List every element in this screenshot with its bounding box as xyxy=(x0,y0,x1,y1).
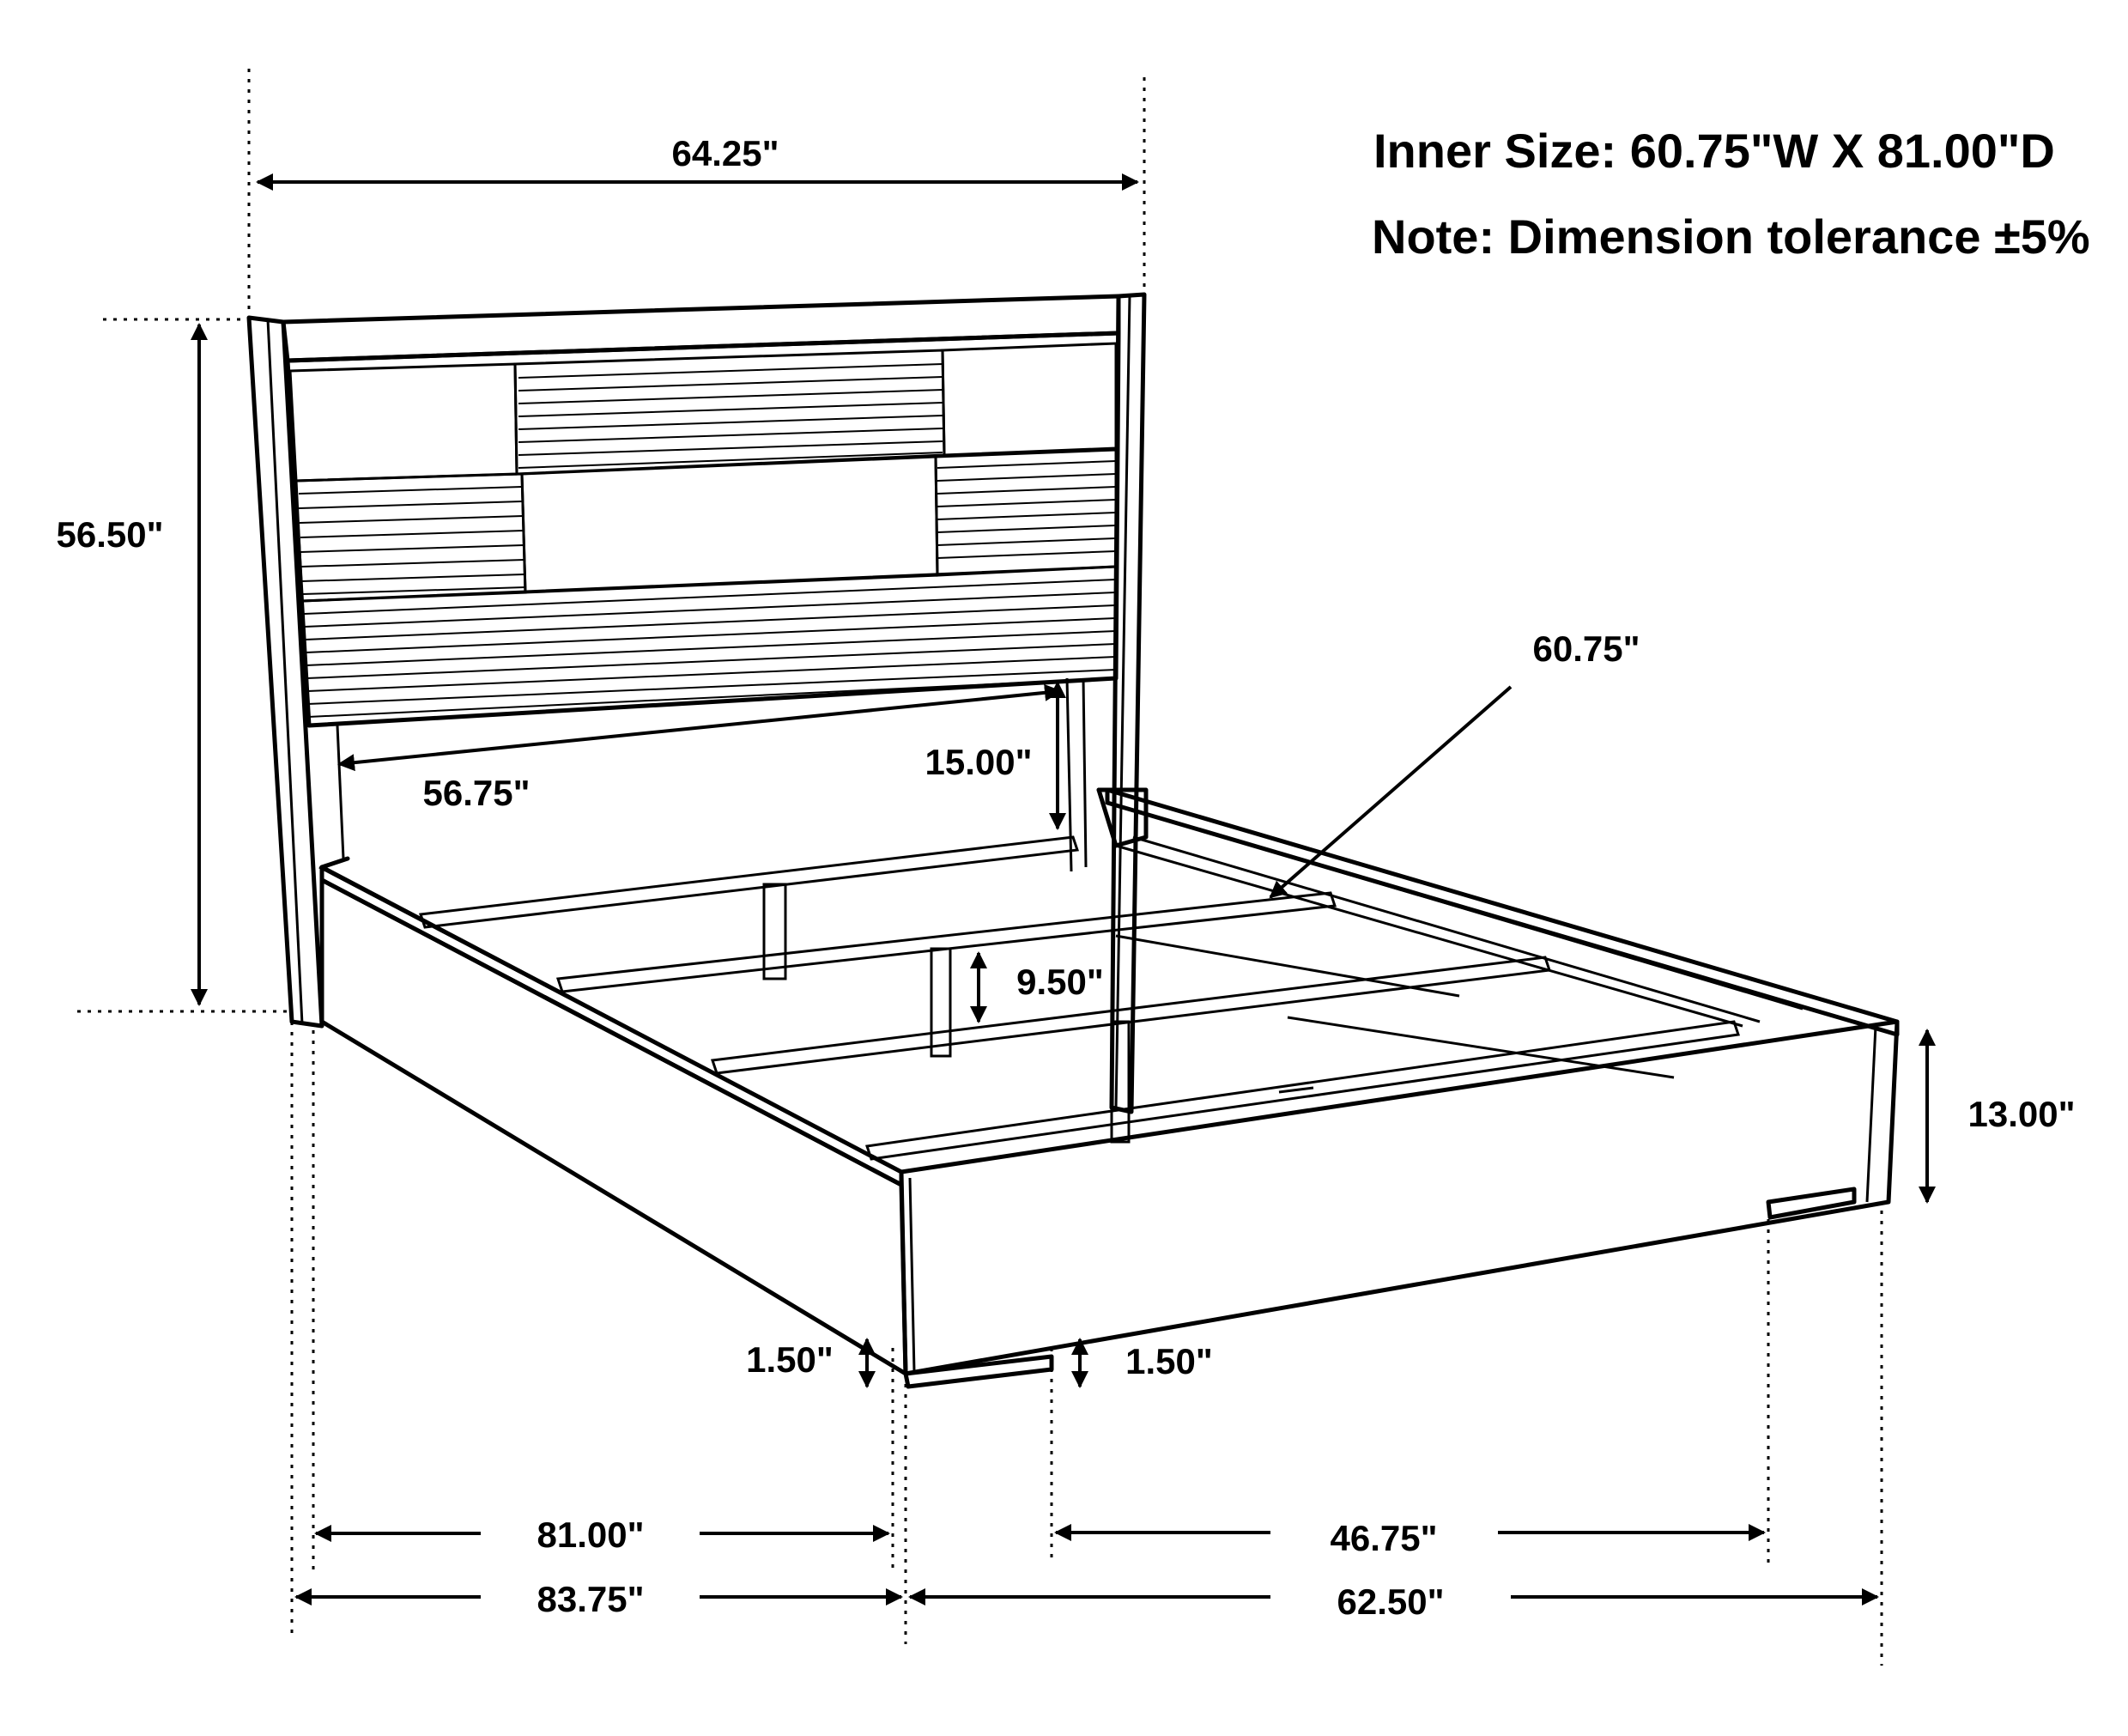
tolerance-note: Note: Dimension tolerance ±5% xyxy=(1372,209,2090,264)
dimension-lines xyxy=(191,173,1936,1605)
leg-height-left-label: 1.50" xyxy=(746,1339,834,1380)
footboard-height-label: 13.00" xyxy=(1967,1094,2075,1134)
headboard-clearance-label: 15.00" xyxy=(925,742,1032,782)
headboard xyxy=(246,292,1147,1114)
leg-span-label: 46.75" xyxy=(1330,1518,1437,1558)
rail-length-label: 81.00" xyxy=(537,1514,644,1555)
extension-lines xyxy=(77,69,1883,1666)
underbed-clearance-label: 9.50" xyxy=(1016,962,1104,1002)
overall-width-label: 64.25" xyxy=(671,133,779,173)
bed-frame xyxy=(318,787,1900,1389)
headboard-height-label: 56.50" xyxy=(56,514,163,555)
leg-height-right-label: 1.50" xyxy=(1125,1341,1213,1381)
inner-size-note: Inner Size: 60.75"W X 81.00"D xyxy=(1373,124,2055,178)
overall-length-label: 83.75" xyxy=(537,1579,644,1619)
headboard-inner-width-label: 56.75" xyxy=(422,773,530,813)
headboard-grain xyxy=(298,363,1117,718)
footboard-width-label: 62.50" xyxy=(1337,1581,1444,1622)
dimension-labels: 64.25" 56.50" 56.75" 15.00" 60.75" 9.50"… xyxy=(56,133,2075,1622)
slat-width-label: 60.75" xyxy=(1532,628,1640,669)
